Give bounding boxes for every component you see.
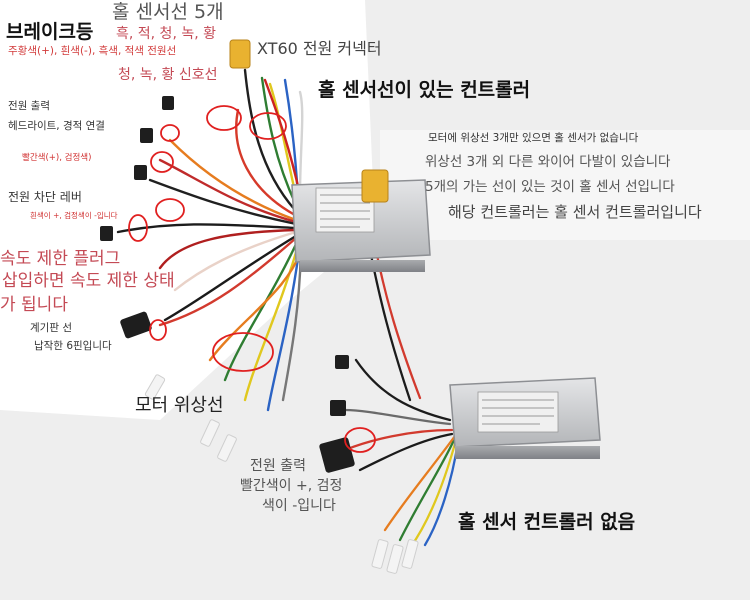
label-no-hall: 홀 센서 컨트롤러 없음 xyxy=(458,511,636,533)
annotation-circles xyxy=(128,105,376,453)
label-cutoff-lever: 전원 차단 레버 xyxy=(8,190,82,204)
no-hall-controller xyxy=(449,377,601,459)
label-hall-5-signal: 청, 녹, 황 신호선 xyxy=(118,67,218,83)
label-power-out-2: 헤드라이트, 경적 연결 xyxy=(8,120,105,132)
xt60-connector-lower xyxy=(361,169,389,203)
label-hall-controller: 홀 센서선이 있는 컨트롤러 xyxy=(318,79,531,101)
small-plugs xyxy=(100,96,355,473)
wire-bundle-upper xyxy=(116,68,304,412)
label-brake-light: 브레이크등 xyxy=(6,21,94,43)
label-motor-phase: 모터 위상선 xyxy=(135,395,224,416)
label-note-3: 5개의 가는 선이 있는 것이 홀 센서 선입니다 xyxy=(425,179,675,195)
paper-sheet xyxy=(0,0,375,420)
xt60-connector-upper xyxy=(229,39,251,69)
label-speed-limit-3: 가 됩니다 xyxy=(0,295,68,315)
label-note-4: 해당 컨트롤러는 홀 센서 컨트롤러입니다 xyxy=(448,203,702,221)
label-speed-limit-1: 속도 제한 플러그 xyxy=(0,249,121,269)
label-note-1: 모터에 위상선 3개만 있으면 홀 센서가 없습니다 xyxy=(428,132,639,144)
label-xt60: XT60 전원 커넥터 xyxy=(257,39,382,58)
paper-sheet-right xyxy=(380,130,750,240)
bullet-connectors xyxy=(144,374,419,574)
label-dash-1: 계기판 선 xyxy=(30,322,72,334)
label-hall-5: 홀 센서선 5개 xyxy=(112,1,224,23)
label-hall-5-colors: 흑, 적, 청, 녹, 황 xyxy=(116,26,217,42)
label-speed-limit-2: 삽입하면 속도 제한 상태 xyxy=(2,271,175,291)
label-power-out-1: 전원 출력 xyxy=(8,100,50,112)
label-cutoff-lever-wires: 흰색이 +, 검정색이 -입니다 xyxy=(30,211,118,220)
label-dash-2: 납작한 6핀입니다 xyxy=(34,340,112,352)
label-out2-1: 전원 출력 xyxy=(250,458,306,474)
label-note-2: 위상선 3개 외 다른 와이어 다발이 있습니다 xyxy=(425,154,671,170)
label-brake-light-wires: 주황색(+), 흰색(-), 흑색, 적색 전원선 xyxy=(8,45,177,57)
label-power-out-colors: 빨간색(+), 검정색) xyxy=(22,153,92,163)
label-out2-3: 색이 -입니다 xyxy=(262,498,336,514)
label-out2-2: 빨간색이 +, 검정 xyxy=(240,478,343,494)
hall-sensor-controller xyxy=(291,179,431,272)
